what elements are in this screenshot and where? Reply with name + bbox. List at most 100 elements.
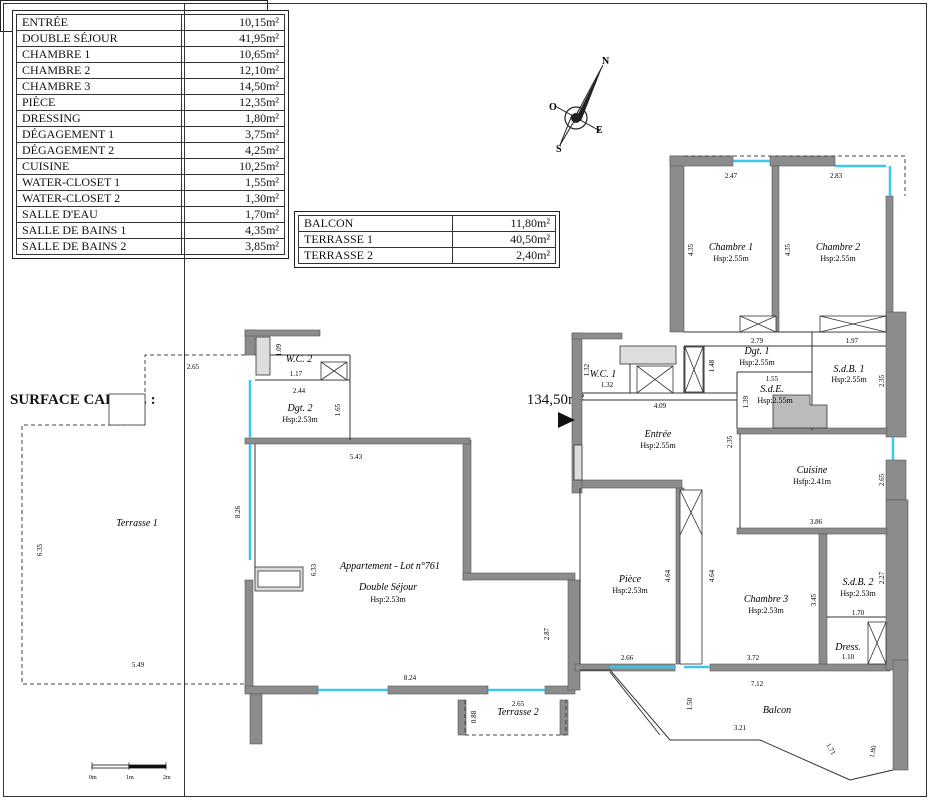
room-sejour-hsp: Hsp:2.53m	[370, 595, 406, 604]
room-entree: Entrée	[644, 429, 672, 440]
room-terrasse-1: Terrasse 1	[116, 518, 158, 529]
dim: 2.44	[293, 387, 306, 395]
dim: 8.26	[234, 505, 242, 518]
fixtures	[108, 315, 887, 665]
room-labels: Chambre 1 Hsp:2.55m Chambre 2 Hsp:2.55m …	[116, 242, 876, 718]
rooms-area: 3,75m²	[181, 126, 285, 143]
dim: 6.33	[310, 563, 318, 576]
room-chambre-1-hsp: Hsp:2.55m	[713, 254, 749, 263]
rooms-area: 10,25m²	[181, 158, 285, 175]
compass-icon: N S E O	[549, 56, 610, 155]
rooms-name: CHAMBRE 3	[16, 78, 182, 95]
dim: 2.47	[725, 172, 738, 180]
dim: 2.65	[878, 473, 886, 486]
room-dress: Dress.	[834, 642, 860, 653]
dim: 2.35	[878, 374, 886, 387]
dim: 2.66	[621, 654, 634, 662]
dim: 1.32	[583, 363, 591, 376]
partitions	[254, 331, 894, 781]
room-wc-2: W.C. 2	[286, 354, 313, 365]
exterior-name: TERRASSE 2	[298, 247, 453, 264]
dim: 2.83	[830, 172, 843, 180]
room-sejour: Double Séjour	[358, 582, 417, 593]
dim: 2.27	[878, 571, 886, 584]
dim: 6.35	[36, 543, 44, 556]
room-piece: Pièce	[618, 574, 642, 585]
room-sdb-2-hsp: Hsp:2.53m	[840, 589, 876, 598]
terrace-outlines	[21, 155, 906, 736]
room-terrasse-2: Terrasse 2	[497, 707, 539, 718]
dim: 1.10	[842, 653, 855, 661]
room-cuisine-hsp: Hsfp:2.41m	[793, 477, 832, 486]
dim: 0.88	[470, 710, 478, 723]
scale-label-1: 1m	[126, 775, 134, 781]
dim: 7.12	[751, 680, 764, 688]
dim: 2.79	[751, 337, 764, 345]
rooms-name: WATER-CLOSET 2	[16, 190, 182, 207]
rooms-name: DÉGAGEMENT 2	[16, 142, 182, 159]
plan-title: Appartement - Lot n°761	[339, 561, 440, 572]
scale-label-0: 0m	[89, 775, 97, 781]
dim: 1.80	[868, 744, 878, 758]
rooms-area: 1,70m²	[181, 206, 285, 223]
room-balcon: Balcon	[763, 705, 791, 716]
exterior-area: 2,40m²	[452, 247, 556, 264]
room-cuisine: Cuisine	[797, 465, 828, 476]
dim: 3.86	[810, 518, 823, 526]
dim: 3.72	[747, 654, 760, 662]
dim: 2.35	[726, 435, 734, 448]
room-sde-hsp: Hsp:2.55m	[757, 396, 793, 405]
exterior-area: 40,50m²	[452, 231, 556, 248]
room-chambre-2: Chambre 2	[816, 242, 860, 253]
compass-e: E	[596, 125, 603, 136]
room-chambre-1: Chambre 1	[709, 242, 753, 253]
dim: 4.64	[664, 569, 672, 582]
dimensions: 2.47 2.83 4.35 4.35 2.79 1.97 1.48 1.55 …	[36, 172, 886, 758]
dim: 4.64	[708, 569, 716, 582]
room-wc-1: W.C. 1	[590, 369, 617, 380]
dim: 1.17	[290, 370, 303, 378]
dim: 5.43	[350, 453, 363, 461]
room-chambre-2-hsp: Hsp:2.55m	[820, 254, 856, 263]
room-sde: S.d.E.	[760, 384, 784, 395]
compass-n: N	[602, 56, 610, 67]
dim: 3.45	[810, 593, 818, 606]
rooms-name: CHAMBRE 1	[16, 46, 182, 63]
rooms-area: 4,25m²	[181, 142, 285, 159]
dim: 4.35	[687, 243, 695, 256]
entry-arrow-icon	[558, 412, 575, 428]
dim: 1.65	[334, 403, 342, 416]
room-dgt-1: Dgt. 1	[744, 346, 770, 357]
compass-o: O	[549, 102, 557, 113]
dim: 1.55	[766, 375, 779, 383]
room-sdb-1: S.d.B. 1	[833, 364, 864, 375]
room-dgt-2: Dgt. 2	[287, 403, 313, 414]
dim: 1.39	[742, 395, 750, 408]
rooms-name: DOUBLE SÉJOUR	[16, 30, 182, 47]
dim: 1.71	[824, 742, 837, 757]
dim: 4.35	[784, 243, 792, 256]
room-dgt-2-hsp: Hsp:2.53m	[282, 415, 318, 424]
dim: 1.09	[275, 343, 283, 356]
rooms-area: 3,85m²	[181, 238, 285, 255]
rooms-area: 14,50m²	[181, 78, 285, 95]
dim: 1.48	[708, 359, 716, 372]
windows	[248, 159, 895, 692]
room-sdb-2: S.d.B. 2	[842, 577, 873, 588]
room-piece-hsp: Hsp:2.53m	[612, 586, 648, 595]
dim: 2.65	[187, 363, 200, 371]
dim: 1.50	[686, 697, 694, 710]
